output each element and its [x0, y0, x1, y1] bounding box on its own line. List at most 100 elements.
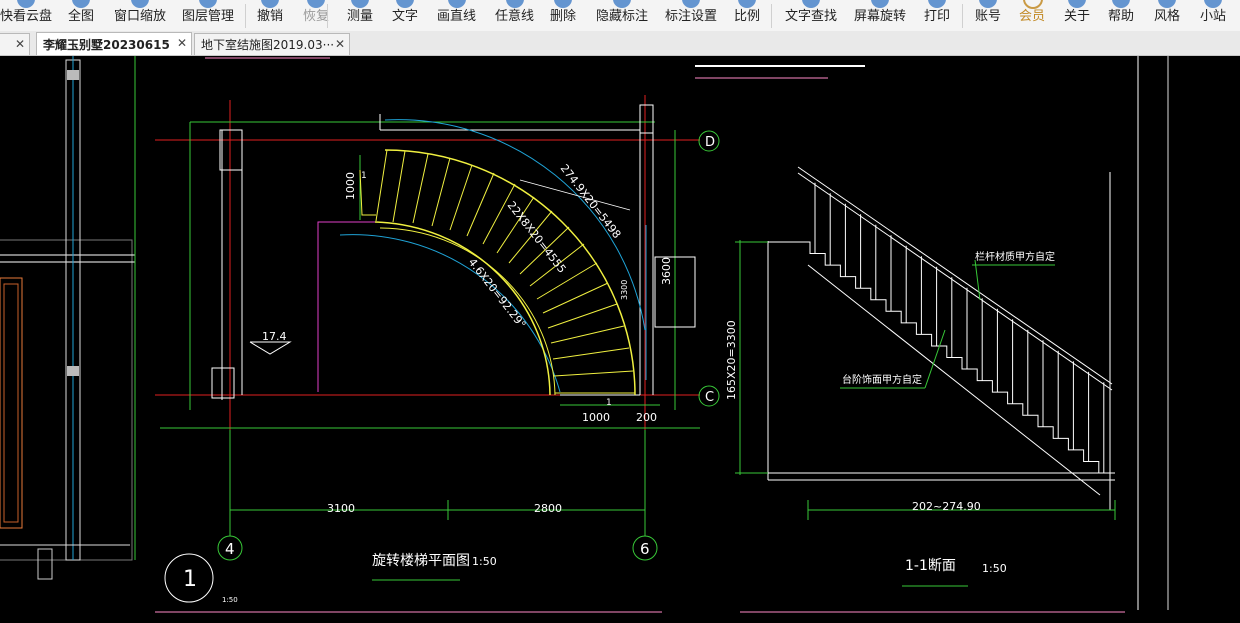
toolbar-button[interactable]: 任意线	[495, 0, 534, 31]
toolbar-button-label: 隐藏标注	[596, 9, 649, 24]
section-title: 1-1断面	[905, 558, 956, 574]
inner-arc	[339, 234, 561, 393]
toolbar-button[interactable]: 全图	[68, 0, 94, 31]
toolbar-button[interactable]: 文字查找	[785, 0, 837, 31]
toolbar-icon	[351, 0, 369, 8]
tab-previous[interactable]: ✕	[0, 33, 30, 55]
column-hatch	[67, 366, 79, 376]
tab-label: 地下室结施图2019.03···	[201, 38, 335, 52]
toolbar-button[interactable]: 撤销	[257, 0, 283, 31]
toolbar-icon	[871, 0, 889, 8]
toolbar-button[interactable]: 文字	[392, 0, 418, 31]
axis-4-label: 4	[225, 540, 235, 558]
railing-line	[317, 221, 380, 392]
toolbar-icon	[1204, 0, 1222, 8]
dim-3600: 3600	[660, 257, 673, 285]
toolbar-button-label: 小站	[1200, 9, 1227, 24]
toolbar-button-label: 测量	[347, 9, 374, 24]
toolbar-button[interactable]: 测量	[347, 0, 373, 31]
toolbar-button[interactable]: 屏幕旋转	[854, 0, 906, 31]
toolbar-button[interactable]: 帮助	[1108, 0, 1134, 31]
elevation-marker	[249, 341, 292, 355]
axis-4-bubble	[217, 535, 243, 561]
toolbar-button[interactable]: 小站	[1200, 0, 1226, 31]
toolbar-button[interactable]: 风格	[1154, 0, 1180, 31]
tab-label: 李耀玉别墅20230615	[43, 37, 170, 52]
toolbar-icon	[554, 0, 572, 8]
toolbar-button-label: 全图	[68, 9, 95, 24]
toolbar-button-label: 标注设置	[665, 9, 718, 24]
section-scale: 1:50	[982, 562, 1007, 575]
tab-lyy-villa[interactable]: 李耀玉别墅20230615 ✕	[36, 32, 192, 55]
toolbar-button-label: 撤销	[257, 9, 284, 24]
toolbar-icon	[613, 0, 631, 8]
note-leader	[974, 259, 981, 301]
axis-d-bubble	[698, 130, 720, 152]
cad-drawing-canvas[interactable]: 274.9X20=5498 22X8X20=4555 4.6X20=92.29°…	[0, 56, 1240, 619]
left-door-frame	[3, 283, 19, 523]
dim-1000-bottom: 1000	[582, 411, 610, 424]
toolbar-button-label: 文字查找	[785, 9, 838, 24]
window-frame	[654, 256, 696, 328]
dim-200: 200	[636, 411, 657, 424]
toolbar-button[interactable]: 账号	[975, 0, 1001, 31]
axis-c-bubble	[698, 385, 720, 407]
toolbar-button-label: 任意线	[495, 9, 535, 24]
toolbar-button[interactable]: 删除	[550, 0, 576, 31]
toolbar-button[interactable]: 会员	[1019, 0, 1045, 31]
toolbar-button-label: 图层管理	[182, 9, 235, 24]
dim-3100: 3100	[327, 502, 355, 515]
toolbar-button[interactable]: 关于	[1064, 0, 1090, 31]
stair-inner-edge-2	[379, 227, 556, 396]
toolbar-button[interactable]: 打印	[924, 0, 950, 31]
toolbar-icon	[307, 0, 325, 8]
stair-landing	[359, 169, 376, 216]
toolbar-button[interactable]: 隐藏标注	[596, 0, 648, 31]
toolbar-button-label: 画直线	[437, 9, 477, 24]
toolbar-icon	[1023, 0, 1043, 9]
toolbar-separator	[771, 4, 772, 28]
section-stair-steps	[768, 241, 1114, 474]
toolbar-icon	[979, 0, 997, 8]
toolbar-button[interactable]: 比例	[734, 0, 760, 31]
label-run3: 4.6X20=92.29°	[466, 256, 529, 331]
axis-6-label: 6	[640, 540, 650, 558]
toolbar-button[interactable]: 标注设置	[665, 0, 717, 31]
toolbar-button-label: 账号	[975, 9, 1002, 24]
toolbar-icon	[1112, 0, 1130, 8]
toolbar-separator	[962, 4, 963, 28]
toolbar-button[interactable]: 画直线	[437, 0, 476, 31]
small-mark: 1	[361, 171, 367, 181]
toolbar-icon	[928, 0, 946, 8]
toolbar-button-label: 比例	[734, 9, 761, 24]
leader-line	[519, 179, 631, 211]
close-icon[interactable]: ✕	[334, 37, 345, 51]
axis-c-label: C	[705, 390, 714, 405]
toolbar-button[interactable]: 恢复	[303, 0, 329, 31]
toolbar-icon	[17, 0, 35, 8]
handrail	[797, 172, 1113, 391]
toolbar-button[interactable]: 窗口缩放	[114, 0, 166, 31]
axis-1-label: 1	[183, 567, 197, 592]
toolbar-separator	[245, 4, 246, 28]
toolbar-icon	[505, 0, 524, 8]
toolbar-button-label: 窗口缩放	[114, 9, 167, 24]
toolbar-icon	[1068, 0, 1086, 8]
close-icon[interactable]: ✕	[14, 37, 25, 51]
toolbar-button[interactable]: 图层管理	[182, 0, 234, 31]
toolbar-button[interactable]: 快看云盘	[0, 0, 52, 31]
toolbar-icon	[682, 0, 700, 8]
axis-6-bubble	[632, 535, 658, 561]
main-toolbar: 快看云盘 全图 窗口缩放图层管理 撤销 恢复 测量 文字 画直线 任意线删除 隐藏标注 标注设置 比例…	[0, 0, 1240, 32]
plan-title: 旋转楼梯平面图	[372, 553, 470, 569]
stair-treads	[375, 149, 635, 394]
section-width-label: 202~274.90	[912, 500, 981, 513]
close-icon[interactable]: ✕	[176, 36, 187, 50]
axis-1-bubble	[164, 553, 214, 603]
document-tab-bar: ✕ 李耀玉别墅20230615 ✕ 地下室结施图2019.03··· ✕	[0, 31, 1240, 56]
tab-basement-structure[interactable]: 地下室结施图2019.03··· ✕	[194, 33, 350, 55]
dim-2800: 2800	[534, 502, 562, 515]
toolbar-button-label: 帮助	[1108, 9, 1135, 24]
axis-1-scale: 1:50	[222, 596, 238, 604]
section-stair-underside	[807, 264, 1101, 496]
